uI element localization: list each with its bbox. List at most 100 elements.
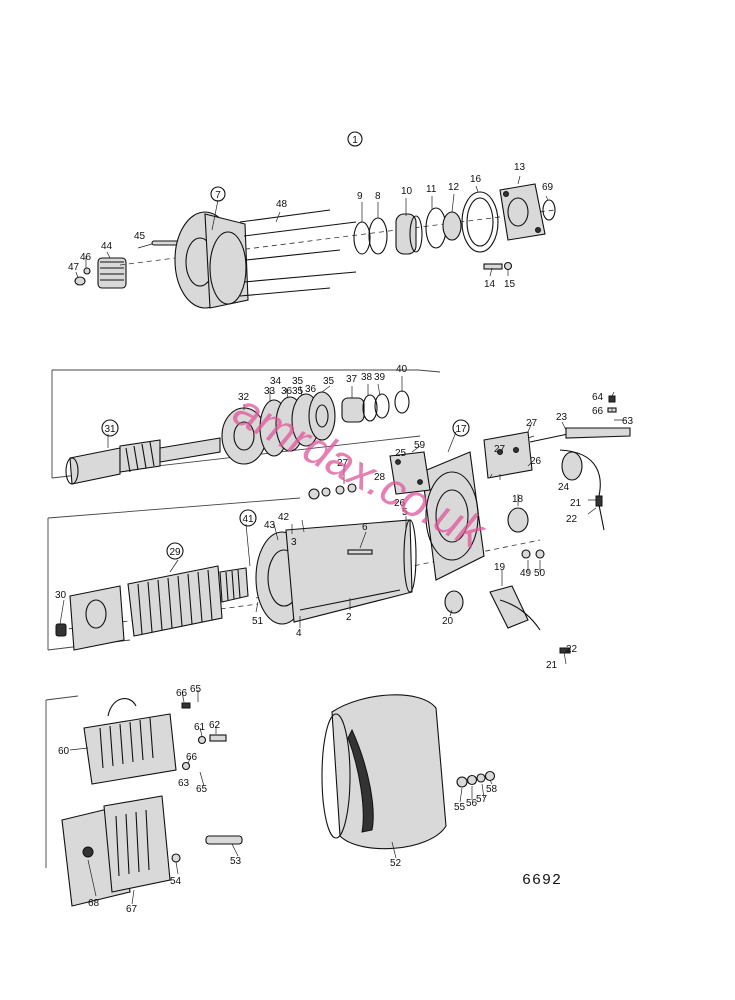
part-label: 10 bbox=[401, 186, 413, 197]
part-label: 28 bbox=[374, 472, 386, 483]
part-label: 59 bbox=[414, 440, 426, 451]
spring-20 bbox=[444, 590, 464, 614]
ring-9 bbox=[353, 221, 371, 255]
part-label: 5 bbox=[402, 507, 408, 518]
circled-label-41: 41 bbox=[242, 514, 254, 525]
drive-shaft-31 bbox=[65, 437, 221, 485]
bush-12 bbox=[442, 211, 462, 241]
bearing-10 bbox=[395, 213, 423, 255]
part-label: 57 bbox=[476, 794, 488, 805]
part-label: 14 bbox=[484, 279, 496, 290]
part-label: 2 bbox=[346, 612, 352, 623]
through-bolts-48 bbox=[239, 209, 357, 297]
plunger-53 bbox=[205, 835, 243, 845]
part-label: 26 bbox=[394, 498, 406, 509]
part-label: 21 bbox=[546, 660, 558, 671]
ring-8 bbox=[368, 217, 388, 255]
bolt-62 bbox=[209, 734, 227, 742]
gasket-16 bbox=[461, 191, 499, 253]
part-label: 67 bbox=[126, 904, 138, 915]
part-label: 50 bbox=[534, 568, 546, 579]
part-label: 33 bbox=[264, 386, 276, 397]
drive-end-housing-7 bbox=[174, 211, 249, 309]
circled-label-31: 31 bbox=[104, 424, 116, 435]
stator-yoke-2 bbox=[285, 519, 417, 623]
screw-6 bbox=[347, 549, 373, 555]
sleeve-37 bbox=[341, 397, 365, 423]
part-label: 64 bbox=[592, 392, 604, 403]
part-label: 34 bbox=[270, 376, 282, 387]
part-label: 53 bbox=[230, 856, 242, 867]
part-label: 24 bbox=[558, 482, 570, 493]
part-label: 35 bbox=[292, 386, 304, 397]
part-label: 35 bbox=[323, 376, 335, 387]
circled-label-17: 17 bbox=[455, 424, 467, 435]
part-label: 11 bbox=[426, 184, 437, 195]
part-label: 27 bbox=[337, 458, 349, 469]
spring-pack-33-36 bbox=[259, 391, 336, 457]
part-label: 19 bbox=[494, 562, 506, 573]
drive-end-assembly bbox=[74, 183, 556, 309]
drive-clutch-assembly bbox=[51, 369, 441, 485]
nut-63 bbox=[181, 761, 191, 771]
washer-38 bbox=[362, 394, 378, 422]
washer-15 bbox=[503, 261, 513, 271]
part-label: 55 bbox=[454, 802, 466, 813]
part-label: 12 bbox=[448, 182, 460, 193]
part-label: 26 bbox=[530, 456, 542, 467]
nut-50 bbox=[535, 549, 545, 559]
part-label: 39 bbox=[374, 372, 386, 383]
nut-54 bbox=[171, 853, 181, 863]
part-label: 37 bbox=[346, 374, 358, 385]
circled-label-7: 7 bbox=[215, 190, 221, 201]
connector-rod-23 bbox=[529, 427, 631, 531]
part-label: 43 bbox=[264, 520, 276, 531]
screw-21 bbox=[559, 647, 571, 654]
brush-assembly-18 bbox=[483, 431, 533, 533]
part-label: 3 bbox=[291, 537, 297, 548]
washer-39 bbox=[374, 393, 390, 419]
part-label: 47 bbox=[68, 262, 80, 273]
bolt-14 bbox=[483, 263, 503, 270]
part-label: 61 bbox=[194, 722, 206, 733]
nut-58 bbox=[484, 770, 496, 782]
part-label: 58 bbox=[486, 784, 498, 795]
part-label: 66 bbox=[186, 752, 198, 763]
part-label: 45 bbox=[134, 231, 146, 242]
part-label: 60 bbox=[58, 746, 70, 757]
part-label: 63 bbox=[622, 416, 634, 427]
part-label: 15 bbox=[504, 279, 516, 290]
part-label: 9 bbox=[357, 191, 363, 202]
screw-21b bbox=[595, 495, 603, 507]
part-label: 66 bbox=[592, 406, 604, 417]
solenoid-60 bbox=[83, 698, 177, 785]
washer-56 bbox=[466, 774, 478, 786]
cover-52 bbox=[321, 694, 447, 850]
washer-57 bbox=[476, 773, 486, 783]
bracket-67 bbox=[103, 795, 171, 893]
circled-labels: 1 7 17 29 31 41 bbox=[101, 131, 470, 560]
part-label: 66 bbox=[176, 688, 188, 699]
part-label: 51 bbox=[252, 616, 264, 627]
part-label: 21 bbox=[570, 498, 582, 509]
part-label: 23 bbox=[556, 412, 568, 423]
part-label: 65 bbox=[190, 684, 202, 695]
nut-30 bbox=[55, 623, 67, 637]
part-label: 38 bbox=[361, 372, 373, 383]
part-label: 48 bbox=[276, 199, 288, 210]
part-number-labels: 8 9 10 11 12 13 14 15 16 44 45 46 47 48 … bbox=[55, 162, 634, 915]
nut-49 bbox=[521, 549, 531, 559]
nuts-27 bbox=[308, 483, 357, 500]
part-label: 6 bbox=[362, 522, 368, 533]
o-ring-69 bbox=[542, 199, 556, 221]
motor-assembly bbox=[47, 395, 631, 654]
part-label: 65 bbox=[196, 784, 208, 795]
brush-holder-17 bbox=[421, 451, 485, 581]
part-label: 36 bbox=[281, 386, 293, 397]
pinion-gear-44 bbox=[74, 257, 127, 289]
part-label: 20 bbox=[442, 616, 454, 627]
drawing-number: 6692 bbox=[522, 872, 562, 889]
screw-65 bbox=[181, 702, 191, 709]
part-label: 35 bbox=[292, 376, 304, 387]
